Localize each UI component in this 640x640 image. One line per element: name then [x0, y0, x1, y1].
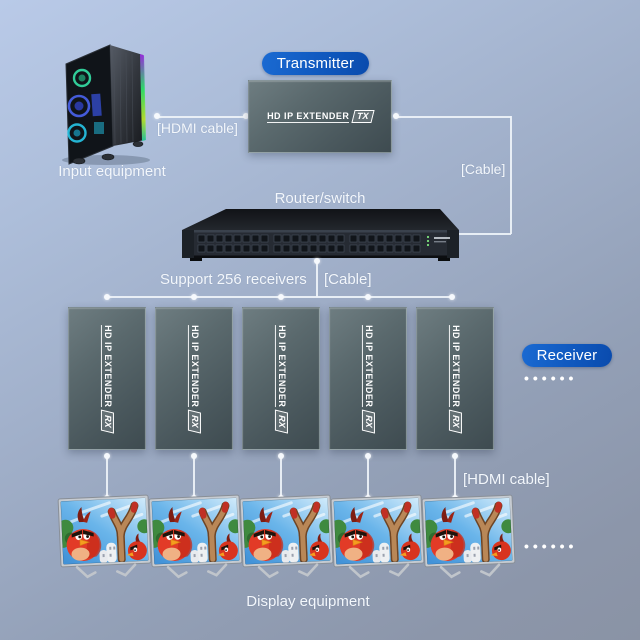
connector-node — [191, 453, 197, 459]
tv-display — [239, 494, 335, 590]
receiver-extender-box: HD IP EXTENDER RX — [242, 307, 320, 450]
cable-middle-label: [Cable] — [324, 271, 372, 288]
tv-display — [421, 494, 517, 590]
receiver-extender-box: HD IP EXTENDER RX — [416, 307, 494, 450]
connector-line-rx-tv — [106, 456, 108, 498]
connector-node — [104, 453, 110, 459]
tx-badge-label: TX — [351, 110, 375, 123]
receiver-extender-box: HD IP EXTENDER RX — [155, 307, 233, 450]
connector-line-rx-tv — [454, 456, 456, 498]
display-equipment-label: Display equipment — [246, 593, 370, 610]
transmitter-badge: Transmitter — [262, 52, 369, 75]
tv-display — [330, 494, 426, 590]
extender-name-label: HD IP EXTENDER — [188, 325, 200, 408]
connector-node — [449, 294, 455, 300]
connector-node — [365, 294, 371, 300]
more-displays-ellipsis: •••••• — [524, 538, 578, 554]
connector-line-tx-down — [510, 116, 512, 234]
connector-node — [104, 294, 110, 300]
connector-node — [314, 258, 320, 264]
connector-line-rx-tv — [193, 456, 195, 498]
more-receivers-ellipsis: •••••• — [524, 370, 578, 386]
input-equipment-label: Input equipment — [58, 163, 166, 180]
connector-node — [365, 453, 371, 459]
connector-node — [278, 453, 284, 459]
network-switch-image — [182, 207, 462, 261]
receiver-badge: Receiver — [522, 344, 612, 367]
connector-line-rx-tv — [367, 456, 369, 498]
pc-tower-image — [52, 34, 164, 166]
connector-line-pc-tx — [158, 116, 246, 118]
extender-name-label: HD IP EXTENDER — [275, 325, 287, 408]
connector-node — [393, 113, 399, 119]
extender-name-label: HD IP EXTENDER — [101, 325, 113, 408]
cable-right-label: [Cable] — [461, 161, 506, 177]
receiver-extender-box: HD IP EXTENDER RX — [329, 307, 407, 450]
connector-line-tx-right — [397, 116, 511, 118]
receiver-extender-box: HD IP EXTENDER RX — [68, 307, 146, 450]
connector-node — [191, 294, 197, 300]
tv-display — [57, 494, 153, 590]
extender-name-label: HD IP EXTENDER — [449, 325, 461, 408]
rx-badge-label: RX — [100, 409, 114, 434]
extender-name-label: HD IP EXTENDER — [362, 325, 374, 408]
rx-badge-label: RX — [361, 409, 375, 434]
transmitter-extender-box: HD IP EXTENDER TX — [248, 80, 392, 153]
rx-badge-label: RX — [274, 409, 288, 434]
rx-badge-label: RX — [448, 409, 462, 434]
connector-node — [452, 453, 458, 459]
connector-node — [243, 113, 249, 119]
extender-name-label: HD IP EXTENDER — [267, 110, 350, 123]
tv-image — [421, 494, 517, 590]
tv-display — [148, 494, 244, 590]
rx-badge-label: RX — [187, 409, 201, 434]
hdmi-cable-top-label: [HDMI cable] — [157, 120, 238, 136]
connector-node — [278, 294, 284, 300]
transmitter-logo: HD IP EXTENDER TX — [267, 110, 375, 123]
connector-node — [154, 113, 160, 119]
tv-image — [239, 494, 335, 590]
connector-line-rx-tv — [280, 456, 282, 498]
connector-line-switch-down — [316, 260, 318, 297]
tv-image — [330, 494, 426, 590]
hdmi-cable-bottom-label: [HDMI cable] — [463, 471, 550, 488]
connector-line-tx-switch — [432, 233, 511, 235]
router-switch-label: Router/switch — [274, 190, 366, 207]
tv-image — [57, 494, 153, 590]
tv-image — [148, 494, 244, 590]
support-receivers-label: Support 256 receivers — [160, 271, 307, 288]
